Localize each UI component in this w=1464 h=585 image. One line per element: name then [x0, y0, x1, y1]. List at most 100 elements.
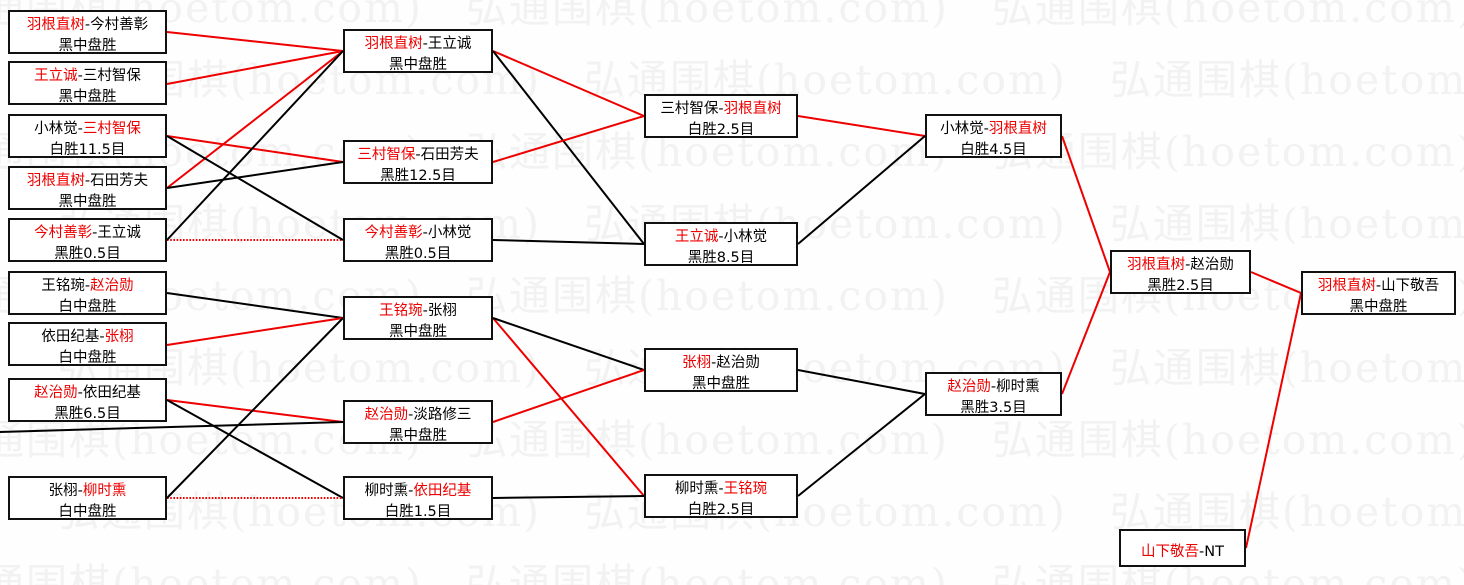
- watermark-text: 弘通围棋(hoetom.com) 弘通围棋(hoetom.com) 弘通围棋(h…: [0, 416, 1464, 464]
- bracket-connector: [166, 317, 344, 499]
- player-left: 羽根直树: [1317, 278, 1376, 294]
- match-result: 黑中盘胜: [1349, 298, 1408, 315]
- match-box[interactable]: 赵治勋-淡路修三黑中盘胜: [343, 400, 493, 444]
- match-result: 黑胜0.5目: [54, 245, 121, 262]
- bracket-connector: [166, 31, 344, 52]
- match-players: 三村智保-石田芳夫: [345, 145, 491, 166]
- match-box[interactable]: 依田纪基-张栩白中盘胜: [8, 322, 167, 366]
- match-players: 张栩-柳时熏: [10, 481, 165, 502]
- player-separator: -: [77, 68, 83, 84]
- player-right: 羽根直树: [723, 101, 782, 117]
- player-right: 今村善彰: [90, 17, 149, 33]
- player-left: 羽根直树: [26, 173, 85, 189]
- bracket-connector: [166, 399, 344, 423]
- match-box[interactable]: 柳时熏-依田纪基白胜1.5目: [343, 476, 493, 520]
- bracket-connector: [492, 115, 645, 163]
- match-box[interactable]: 王铭琬-赵治勋白中盘胜: [8, 271, 167, 315]
- bracket-connector: [492, 317, 645, 497]
- player-left: 今村善彰: [364, 225, 423, 241]
- player-right: 三村智保: [82, 121, 141, 137]
- player-left: 羽根直树: [26, 17, 85, 33]
- match-result: 黑中盘胜: [389, 56, 447, 73]
- player-left: 依田纪基: [41, 329, 100, 345]
- bracket-connector: [492, 239, 645, 245]
- bracket-connector: [492, 317, 645, 371]
- bracket-connector: [492, 369, 645, 423]
- match-result: 黑中盘胜: [58, 88, 117, 105]
- match-box[interactable]: 张栩-赵治勋黑中盘胜: [644, 348, 798, 392]
- player-right: 张栩: [104, 329, 134, 345]
- match-players: 柳时熏-王铭琬: [646, 479, 796, 500]
- match-result: 黑胜8.5目: [687, 249, 755, 266]
- match-players: 赵治勋-依田纪基: [10, 383, 165, 404]
- player-left: 赵治勋: [364, 407, 409, 423]
- player-right: 淡路修三: [413, 407, 472, 423]
- match-box[interactable]: 羽根直树-山下敬吾黑中盘胜: [1301, 271, 1456, 315]
- match-box[interactable]: 今村善彰-王立诚黑胜0.5目: [8, 218, 167, 262]
- player-right: 张栩: [427, 303, 457, 319]
- bracket-connector: [797, 115, 926, 137]
- match-result: 黑中盘胜: [58, 193, 117, 210]
- match-players: 今村善彰-王立诚: [10, 223, 165, 244]
- match-players: 张栩-赵治勋: [646, 353, 796, 374]
- match-box[interactable]: 三村智保-羽根直树白胜2.5目: [644, 94, 798, 138]
- match-box[interactable]: 王立诚-小林觉黑胜8.5目: [644, 222, 798, 266]
- player-separator: -: [84, 278, 91, 294]
- match-result: 黑胜3.5目: [960, 399, 1027, 416]
- match-result: 白胜4.5目: [960, 141, 1027, 158]
- match-box[interactable]: 三村智保-石田芳夫黑胜12.5目: [343, 140, 493, 184]
- match-box[interactable]: 王立诚-三村智保黑中盘胜: [8, 61, 167, 105]
- match-box[interactable]: 王铭琬-张栩黑中盘胜: [343, 296, 493, 340]
- bracket-connector: [1061, 271, 1111, 395]
- player-separator: -: [718, 229, 724, 245]
- player-left: 小林觉: [34, 121, 78, 137]
- bracket-connector: [166, 292, 344, 319]
- bracket-connector: [166, 50, 344, 85]
- match-result: 白中盘胜: [58, 298, 117, 315]
- match-players: 羽根直树-山下敬吾: [1303, 276, 1454, 297]
- match-box[interactable]: 赵治勋-柳时熏黑胜3.5目: [925, 372, 1062, 416]
- player-right: 石田芳夫: [420, 147, 479, 163]
- match-result: 黑胜0.5目: [384, 245, 452, 262]
- player-left: 羽根直树: [364, 36, 423, 52]
- player-separator: -: [408, 483, 414, 499]
- player-separator: -: [77, 483, 83, 499]
- player-left: 柳时熏: [674, 481, 719, 497]
- match-box[interactable]: 小林觉-羽根直树白胜4.5目: [925, 114, 1062, 158]
- player-right: 依田纪基: [413, 483, 472, 499]
- match-box[interactable]: 羽根直树-王立诚黑中盘胜: [343, 29, 493, 73]
- player-right: 王立诚: [427, 36, 472, 52]
- player-separator: -: [1185, 257, 1191, 273]
- match-box[interactable]: 羽根直树-石田芳夫黑中盘胜: [8, 166, 167, 210]
- player-separator: -: [422, 36, 428, 52]
- player-separator: -: [1375, 278, 1382, 294]
- player-left: 赵治勋: [947, 379, 991, 395]
- match-box[interactable]: 山下敬吾-NT: [1119, 529, 1246, 567]
- match-players: 王铭琬-张栩: [345, 301, 491, 322]
- match-box[interactable]: 羽根直树-赵治勋黑胜2.5目: [1110, 250, 1251, 294]
- match-players: 羽根直树-王立诚: [345, 34, 491, 55]
- match-result: 黑胜2.5目: [1147, 277, 1214, 294]
- bracket-connector: [797, 135, 926, 245]
- match-box[interactable]: 小林觉-三村智保白胜11.5目: [8, 114, 167, 158]
- match-box[interactable]: 赵治勋-依田纪基黑胜6.5目: [8, 378, 167, 422]
- bracket-connector: [166, 135, 344, 241]
- player-left: 王铭琬: [379, 303, 423, 319]
- match-result: 黑胜12.5目: [380, 167, 456, 184]
- match-players: 王立诚-三村智保: [10, 66, 165, 87]
- match-result: 黑中盘胜: [389, 427, 447, 444]
- match-box[interactable]: 羽根直树-今村善彰黑中盘胜: [8, 10, 167, 54]
- player-right: 小林觉: [427, 225, 472, 241]
- player-left: 今村善彰: [34, 225, 93, 241]
- match-result: 白胜2.5目: [687, 121, 755, 138]
- match-box[interactable]: 柳时熏-王铭琬白胜2.5目: [644, 474, 798, 518]
- match-box[interactable]: 张栩-柳时熏白中盘胜: [8, 476, 167, 520]
- player-left: 三村智保: [357, 147, 416, 163]
- player-separator: -: [77, 121, 83, 137]
- match-result: 黑胜6.5目: [54, 405, 121, 422]
- match-players: 羽根直树-赵治勋: [1112, 255, 1249, 276]
- match-box[interactable]: 今村善彰-小林觉黑胜0.5目: [343, 218, 493, 262]
- player-separator: -: [84, 173, 91, 189]
- match-players: 王立诚-小林觉: [646, 227, 796, 248]
